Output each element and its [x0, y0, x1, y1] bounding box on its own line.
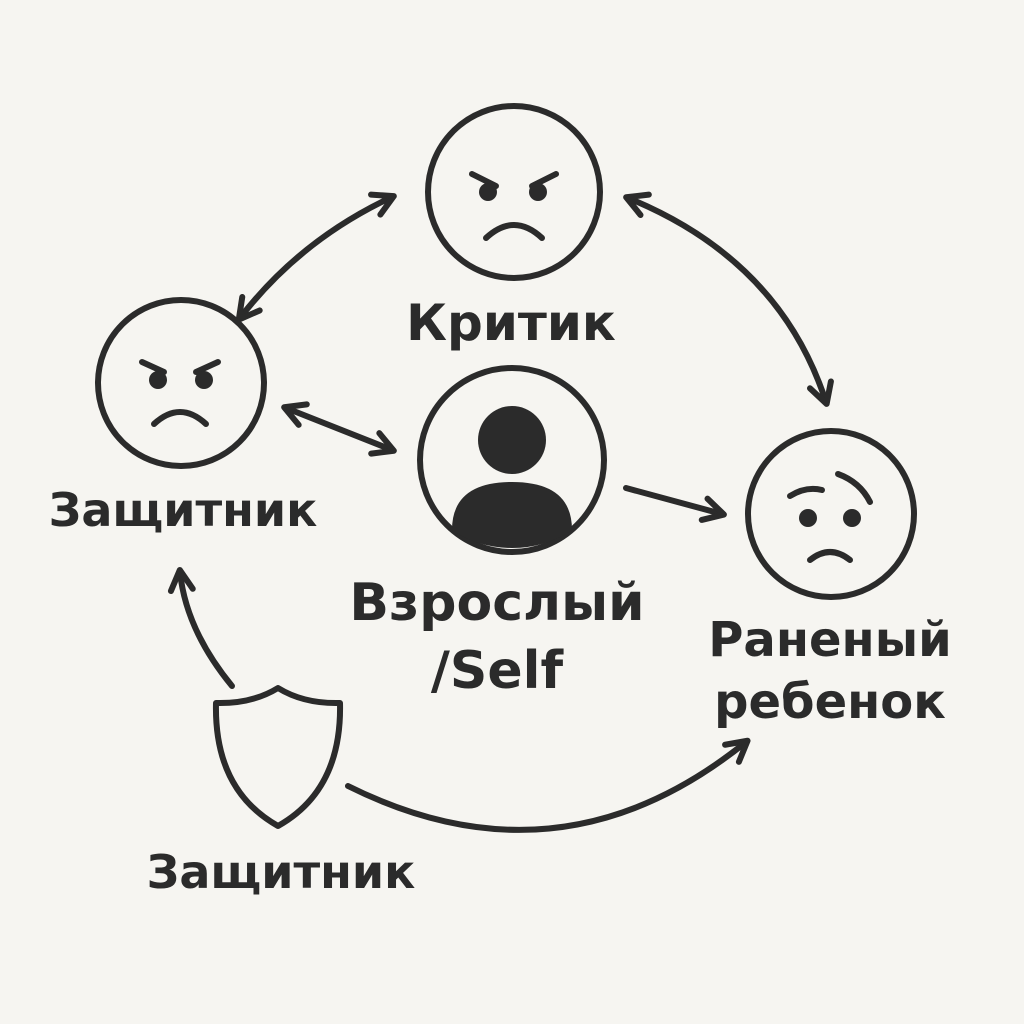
arrow-protector-critic — [235, 191, 397, 323]
self-node: Взрослый /Self — [349, 365, 645, 701]
self-label-line2: /Self — [431, 641, 565, 701]
arrow-shield-wounded-child — [345, 737, 751, 833]
critic-label: Критик — [406, 294, 616, 352]
wounded-child-label-line1: Раненый — [708, 612, 952, 668]
arrow-shield-protector — [167, 567, 235, 689]
shield-icon — [212, 685, 344, 829]
self-label-line1: Взрослый — [349, 573, 644, 633]
arrows — [167, 191, 834, 833]
critic-node: Критик — [406, 103, 616, 352]
angry-face-icon — [95, 297, 267, 469]
protector-bottom-node: Защитник — [147, 685, 416, 899]
protector-bottom-label: Защитник — [147, 845, 416, 899]
angry-face-icon — [425, 103, 603, 281]
wounded-child-node: Раненый ребенок — [708, 428, 952, 730]
arrow-self-wounded-child — [623, 485, 727, 523]
arrow-critic-wounded-child — [623, 191, 834, 407]
arrow-protector-self — [281, 401, 397, 457]
sad-face-icon — [745, 428, 917, 600]
person-icon — [417, 365, 607, 555]
protector-left-node: Защитник — [49, 297, 318, 537]
protector-left-label: Защитник — [49, 483, 318, 537]
wounded-child-label-line2: ребенок — [714, 674, 946, 730]
